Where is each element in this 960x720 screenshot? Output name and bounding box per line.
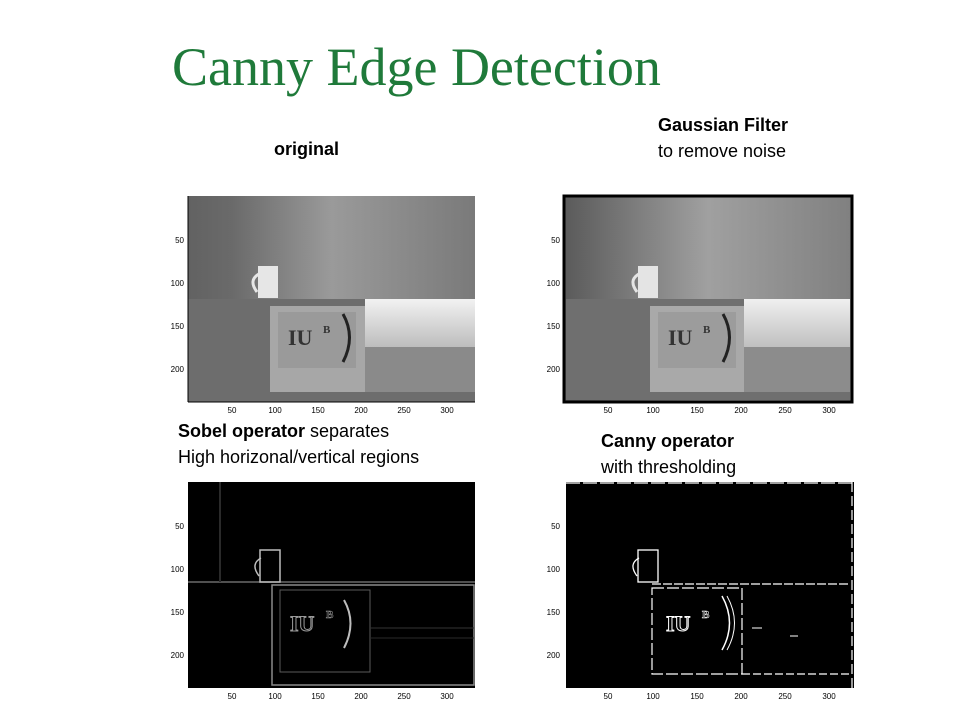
sobel-x-tick: 150	[311, 692, 325, 701]
caption-gaussian: Gaussian Filter to remove noise	[658, 112, 788, 164]
table-front	[744, 347, 850, 392]
sobel-y-tick: 100	[171, 565, 185, 574]
gaussian-x-ticks: 50 100 150 200 250 300	[604, 406, 837, 415]
sobel-mug-edges	[259, 549, 281, 583]
original-image: IU B 50 100 150 200 50 100 150 200 250 3…	[171, 196, 475, 415]
gaussian-x-tick: 100	[646, 406, 660, 415]
caption-canny-bold: Canny operator	[601, 431, 735, 451]
sobel-x-tick: 50	[228, 692, 237, 701]
sobel-logo-superscript: B	[326, 609, 334, 621]
canny-y-tick: 50	[551, 522, 560, 531]
canny-y-tick: 200	[547, 651, 561, 660]
canny-background	[566, 482, 854, 688]
original-y-tick: 50	[175, 236, 184, 245]
sobel-y-tick: 200	[171, 651, 185, 660]
canny-image: IU B 50 100 150 200 50 100 150 200 250 3…	[547, 482, 854, 701]
mug	[258, 266, 278, 298]
canny-sign-edges	[651, 587, 743, 675]
gaussian-image: IU B 50 100 150 200 50 100 150 200 250 3…	[547, 194, 854, 415]
sign-bracket	[721, 313, 731, 363]
original-x-tick: 250	[397, 406, 411, 415]
sobel-x-tick: 250	[397, 692, 411, 701]
canny-x-ticks: 50 100 150 200 250 300	[604, 692, 837, 701]
mug-handle	[631, 272, 640, 293]
canny-x-tick: 50	[604, 692, 613, 701]
table-top	[365, 299, 475, 347]
canny-y-tick: 150	[547, 608, 561, 617]
panel-canny: IU B 50 100 150 200 50 100 150 200 250 3…	[534, 478, 860, 704]
gaussian-x-tick: 150	[690, 406, 704, 415]
sobel-y-tick: 150	[171, 608, 185, 617]
caption-sobel-bold: Sobel operator	[178, 421, 306, 441]
original-x-tick: 50	[228, 406, 237, 415]
gaussian-y-tick: 150	[547, 322, 561, 331]
sobel-image: IU B 50 100 150 200 50 100 150 200 250 3…	[171, 482, 475, 701]
caption-canny-rest: with thresholding	[601, 457, 737, 477]
canny-x-tick: 150	[690, 692, 704, 701]
mug	[638, 266, 658, 298]
sobel-x-ticks: 50 100 150 200 250 300	[228, 692, 455, 701]
canny-y-ticks: 50 100 150 200	[547, 522, 561, 660]
sign-logo-text: IU	[668, 325, 693, 350]
original-y-tick: 150	[171, 322, 185, 331]
sobel-sign-edges	[279, 589, 371, 673]
caption-original: original	[274, 136, 339, 162]
gaussian-y-tick: 200	[547, 365, 561, 374]
original-x-ticks: 50 100 150 200 250 300	[228, 406, 455, 415]
sign-logo-superscript: B	[703, 324, 711, 336]
panel-sobel: IU B 50 100 150 200 50 100 150 200 250 3…	[160, 478, 480, 704]
sobel-logo-text: IU	[290, 611, 315, 636]
canny-mug-edges	[637, 549, 659, 583]
canny-x-tick: 250	[778, 692, 792, 701]
panel-original: IU B 50 100 150 200 50 100 150 200 250 3…	[160, 192, 480, 418]
mug-handle	[251, 272, 260, 293]
canny-x-tick: 300	[822, 692, 836, 701]
sign-logo-text: IU	[288, 325, 313, 350]
gaussian-x-tick: 250	[778, 406, 792, 415]
canny-x-tick: 100	[646, 692, 660, 701]
caption-gaussian-rest: to remove noise	[658, 141, 787, 161]
original-y-tick: 200	[171, 365, 185, 374]
gaussian-x-tick: 50	[604, 406, 613, 415]
caption-sobel-line2: High horizonal/vertical regions	[178, 447, 420, 467]
caption-sobel: Sobel operator separates High horizonal/…	[178, 418, 419, 470]
canny-y-tick: 100	[547, 565, 561, 574]
original-x-tick: 200	[354, 406, 368, 415]
sobel-x-tick: 300	[440, 692, 454, 701]
canny-logo-text: IU	[666, 611, 691, 636]
panel-gaussian: IU B 50 100 150 200 50 100 150 200 250 3…	[534, 192, 860, 418]
gaussian-y-tick: 50	[551, 236, 560, 245]
gaussian-x-tick: 300	[822, 406, 836, 415]
sign-logo-superscript: B	[323, 324, 331, 336]
gaussian-x-tick: 200	[734, 406, 748, 415]
sobel-table-edges	[271, 584, 475, 686]
canny-logo-superscript: B	[702, 609, 710, 621]
caption-sobel-rest: separates	[305, 421, 390, 441]
sobel-x-tick: 100	[268, 692, 282, 701]
original-y-ticks: 50 100 150 200	[171, 236, 185, 374]
caption-original-text: original	[274, 139, 340, 159]
gaussian-y-ticks: 50 100 150 200	[547, 236, 561, 374]
gaussian-y-tick: 100	[547, 279, 561, 288]
sobel-x-tick: 200	[354, 692, 368, 701]
sobel-y-ticks: 50 100 150 200	[171, 522, 185, 660]
original-y-tick: 100	[171, 279, 185, 288]
original-x-tick: 150	[311, 406, 325, 415]
caption-canny: Canny operator with thresholding	[601, 428, 736, 480]
table-top	[744, 299, 850, 347]
table-front	[365, 347, 475, 392]
caption-gaussian-bold: Gaussian Filter	[658, 115, 789, 135]
original-x-tick: 300	[440, 406, 454, 415]
canny-x-tick: 200	[734, 692, 748, 701]
sobel-y-tick: 50	[175, 522, 184, 531]
slide-title: Canny Edge Detection	[172, 37, 661, 97]
original-x-tick: 100	[268, 406, 282, 415]
sign-bracket	[341, 313, 351, 363]
